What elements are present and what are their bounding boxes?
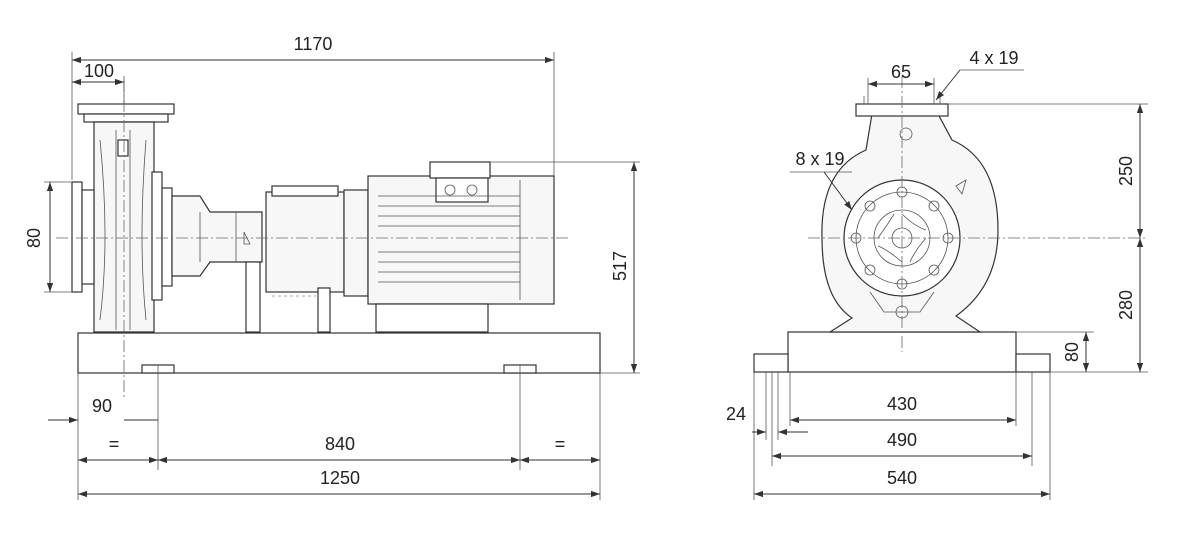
dim-bolt-span-inner: 430 — [790, 394, 1016, 424]
dim-label-540: 540 — [887, 468, 917, 488]
volute-casing — [821, 96, 999, 333]
dim-label-430: 430 — [887, 394, 917, 414]
dim-label-65: 65 — [891, 62, 911, 82]
dim-label-1170: 1170 — [294, 34, 333, 54]
side-view: 1170 100 80 517 90 — [24, 34, 640, 500]
dim-bolt-span: 490 — [772, 430, 1032, 460]
coupling-guard — [265, 185, 345, 333]
end-base-foot-right — [1015, 353, 1051, 373]
dim-overall-length: 1170 — [71, 34, 555, 180]
dim-label-equal-left: = — [109, 434, 120, 454]
dim-label-80-suction: 80 — [24, 228, 44, 248]
dim-label-80-base: 80 — [1062, 342, 1082, 362]
dim-label-24: 24 — [726, 404, 746, 424]
dim-label-1250: 1250 — [320, 468, 360, 488]
motor — [343, 161, 555, 333]
dim-foot-offset: 90 — [48, 365, 159, 500]
dim-label-250: 250 — [1116, 156, 1136, 186]
dim-label-840: 840 — [325, 434, 355, 454]
dim-base-pitch: = 840 = — [78, 365, 601, 500]
dim-discharge-size: 65 — [867, 62, 935, 104]
dim-suction-holes: 8 x 19 — [790, 149, 853, 211]
end-base-foot-left — [753, 353, 789, 373]
dim-discharge-holes: 4 x 19 — [935, 48, 1024, 101]
dim-label-490: 490 — [887, 430, 917, 450]
dim-suction-flange: 80 — [24, 181, 72, 293]
dim-discharge-offset: 100 — [72, 61, 125, 104]
dim-base-length: 1250 — [78, 468, 600, 498]
dim-base-width: 540 — [754, 468, 1050, 498]
end-view: 65 4 x 19 8 x 19 250 280 80 — [726, 48, 1148, 500]
pump-casing — [71, 103, 175, 333]
dim-bolt-hole: 24 — [726, 404, 808, 436]
dim-label-90: 90 — [92, 396, 112, 416]
bearing-bracket — [171, 195, 263, 333]
dim-total-height: 517 — [490, 161, 640, 374]
dim-heights: 250 280 — [948, 103, 1148, 373]
dim-label-equal-right: = — [555, 434, 566, 454]
dim-label-100: 100 — [84, 61, 114, 81]
dim-label-4x19: 4 x 19 — [969, 48, 1018, 68]
dim-base-height: 80 — [1016, 331, 1094, 372]
dim-label-517: 517 — [610, 251, 630, 281]
dim-label-8x19: 8 x 19 — [795, 149, 844, 169]
dim-label-280: 280 — [1116, 290, 1136, 320]
